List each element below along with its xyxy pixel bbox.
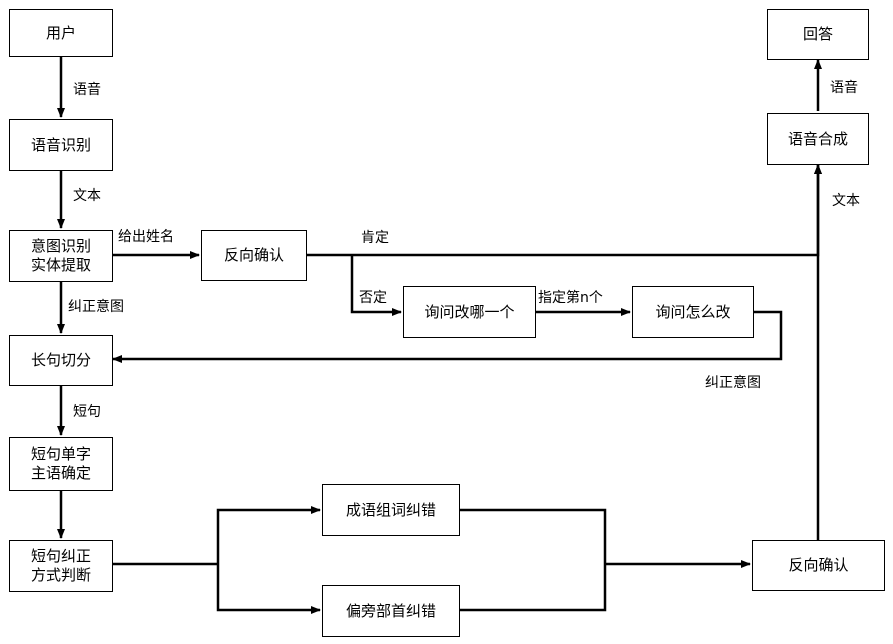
node-answer: 回答 [767, 9, 869, 60]
label-asr-intent: 文本 [73, 188, 101, 204]
label-user-asr: 语音 [73, 82, 101, 98]
node-verify-bottom: 反向确认 [752, 540, 885, 591]
label-specify-nth: 指定第n个 [538, 290, 603, 306]
label-correct-intent-right: 纠正意图 [705, 375, 761, 391]
node-ask-which: 询问改哪一个 [403, 286, 536, 338]
node-split: 长句切分 [9, 335, 113, 386]
node-subject: 短句单字 主语确定 [9, 437, 113, 491]
edge-idiom-merge [460, 508, 607, 612]
label-deny: 否定 [359, 290, 387, 306]
edge-branch-radical [216, 564, 321, 614]
label-affirm: 肯定 [361, 230, 389, 246]
label-speech-up: 语音 [830, 80, 858, 96]
node-radical: 偏旁部首纠错 [322, 585, 460, 637]
node-verify-top: 反向确认 [201, 230, 307, 281]
node-idiom: 成语组词纠错 [322, 484, 460, 536]
label-give-name: 给出姓名 [118, 229, 174, 245]
node-ask-how: 询问怎么改 [632, 286, 754, 338]
node-asr: 语音识别 [9, 119, 113, 171]
edge-branch-idiom [216, 506, 321, 564]
node-user: 用户 [9, 9, 113, 57]
label-text-up: 文本 [832, 193, 860, 209]
node-tts: 语音合成 [767, 113, 869, 165]
edge-verify-deny-ask [350, 255, 402, 316]
node-method: 短句纠正 方式判断 [9, 540, 113, 592]
edge-askhow-split [112, 310, 783, 363]
node-intent: 意图识别 实体提取 [9, 230, 113, 282]
label-correct-intent-left: 纠正意图 [68, 299, 124, 315]
label-short-sentence: 短句 [73, 404, 101, 420]
